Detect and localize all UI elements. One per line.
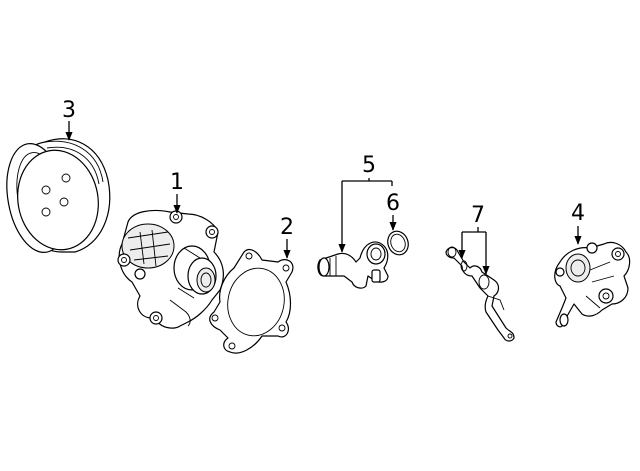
water-outlet-icon[interactable]	[317, 241, 389, 289]
pulley-icon[interactable]	[0, 138, 111, 257]
callout-1: 1	[170, 170, 184, 214]
svg-text:3: 3	[62, 98, 76, 123]
callout-7: 7	[458, 203, 490, 275]
svg-text:1: 1	[170, 170, 184, 195]
svg-text:4: 4	[571, 201, 585, 226]
svg-text:6: 6	[386, 191, 400, 216]
callout-3: 3	[62, 98, 76, 141]
svg-text:2: 2	[280, 215, 294, 240]
bypass-hose-icon[interactable]	[445, 246, 515, 342]
water-pump-icon[interactable]	[117, 209, 224, 329]
gasket-icon[interactable]	[209, 248, 294, 354]
svg-text:7: 7	[471, 203, 485, 228]
callout-5: 5	[338, 153, 393, 253]
callout-2: 2	[280, 215, 294, 259]
svg-text:5: 5	[362, 153, 376, 178]
o-ring-icon[interactable]	[384, 228, 411, 257]
callout-4: 4	[571, 201, 585, 245]
callout-6: 6	[386, 191, 400, 231]
thermostat-housing-icon[interactable]	[554, 241, 631, 328]
